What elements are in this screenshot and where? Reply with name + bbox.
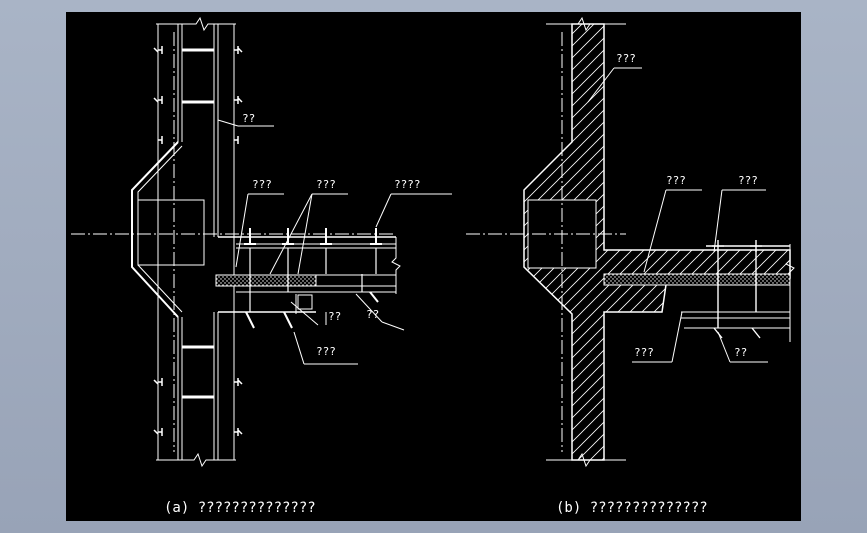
label-a-top: ?? — [242, 112, 255, 125]
label-b-ctr-a: ??? — [666, 174, 686, 187]
label-b-bot-b: ?? — [734, 346, 747, 359]
label-b-bot-a: ??? — [634, 346, 654, 359]
figure-a-labels: ?? ??? ??? ???? ?? ?? ??? (a) ??????????… — [164, 112, 421, 516]
label-a-bot-a: ?? — [328, 310, 341, 323]
label-b-ctr-b: ??? — [738, 174, 758, 187]
figure-b — [466, 16, 795, 468]
caption-a: (a) ?????????????? — [164, 500, 316, 516]
figure-a — [71, 16, 452, 468]
label-b-top: ??? — [616, 52, 636, 65]
label-a-ctr-b: ??? — [316, 178, 336, 191]
label-a-ctr-c: ???? — [394, 178, 421, 191]
figure-b-labels: ??? ??? ??? ??? ?? (b) ?????????????? — [556, 52, 758, 516]
label-a-bot-b: ?? — [366, 308, 379, 321]
drawing-canvas: ?? ??? ??? ???? ?? ?? ??? (a) ??????????… — [66, 12, 801, 521]
label-a-ctr-a: ??? — [252, 178, 272, 191]
cad-drawing: ?? ??? ??? ???? ?? ?? ??? (a) ??????????… — [71, 16, 795, 516]
caption-b: (b) ?????????????? — [556, 500, 708, 516]
label-a-bot-c: ??? — [316, 345, 336, 358]
